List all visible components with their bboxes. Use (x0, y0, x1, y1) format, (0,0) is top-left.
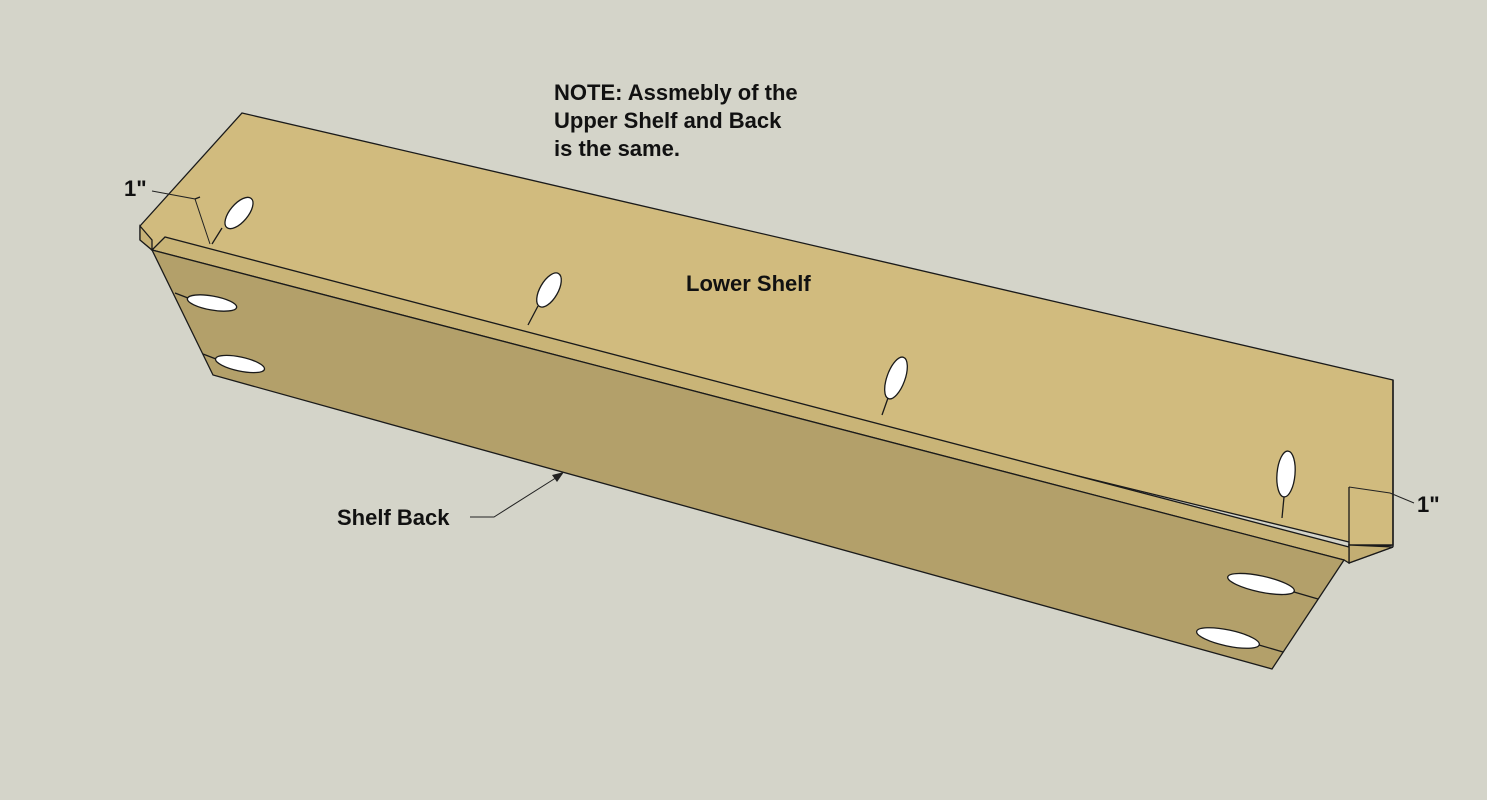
back-pocket-hole-1-line (174, 292, 189, 299)
note-line-3: is the same. (554, 136, 680, 161)
shelf-back-leader-line (470, 473, 563, 518)
back-pocket-hole-3 (1227, 572, 1295, 596)
note-line-2: Upper Shelf and Back (554, 108, 782, 133)
pocket-hole-3-line (881, 397, 889, 416)
dimension-label-right: 1" (1417, 492, 1440, 517)
back-pocket-hole-2-line (202, 353, 217, 360)
back-pocket-hole-4-line (1258, 644, 1284, 653)
pocket-hole-2-line (527, 305, 539, 326)
back-pocket-hole-3-line (1293, 591, 1319, 600)
pocket-hole-1-line (211, 227, 223, 245)
shelf-back-leader-arrowhead (552, 472, 564, 482)
lower-shelf-right-end-face (1348, 544, 1394, 564)
lower-shelf-label: Lower Shelf (686, 271, 811, 296)
right-dimension-reference-line (1348, 486, 1415, 504)
shelf-back-front-face (150, 249, 1346, 670)
shelf-back-label: Shelf Back (337, 505, 450, 530)
pocket-hole-1 (224, 196, 254, 230)
pocket-hole-2 (536, 272, 562, 308)
pocket-hole-4 (1276, 450, 1296, 498)
back-pocket-hole-1 (186, 294, 238, 312)
pocket-hole-4-line (1281, 496, 1285, 519)
left-dimension-end-tick (194, 196, 201, 200)
dimension-label-left: 1" (124, 176, 147, 201)
pocket-hole-3 (884, 356, 908, 400)
note-line-1: NOTE: Assmebly of the (554, 80, 798, 105)
